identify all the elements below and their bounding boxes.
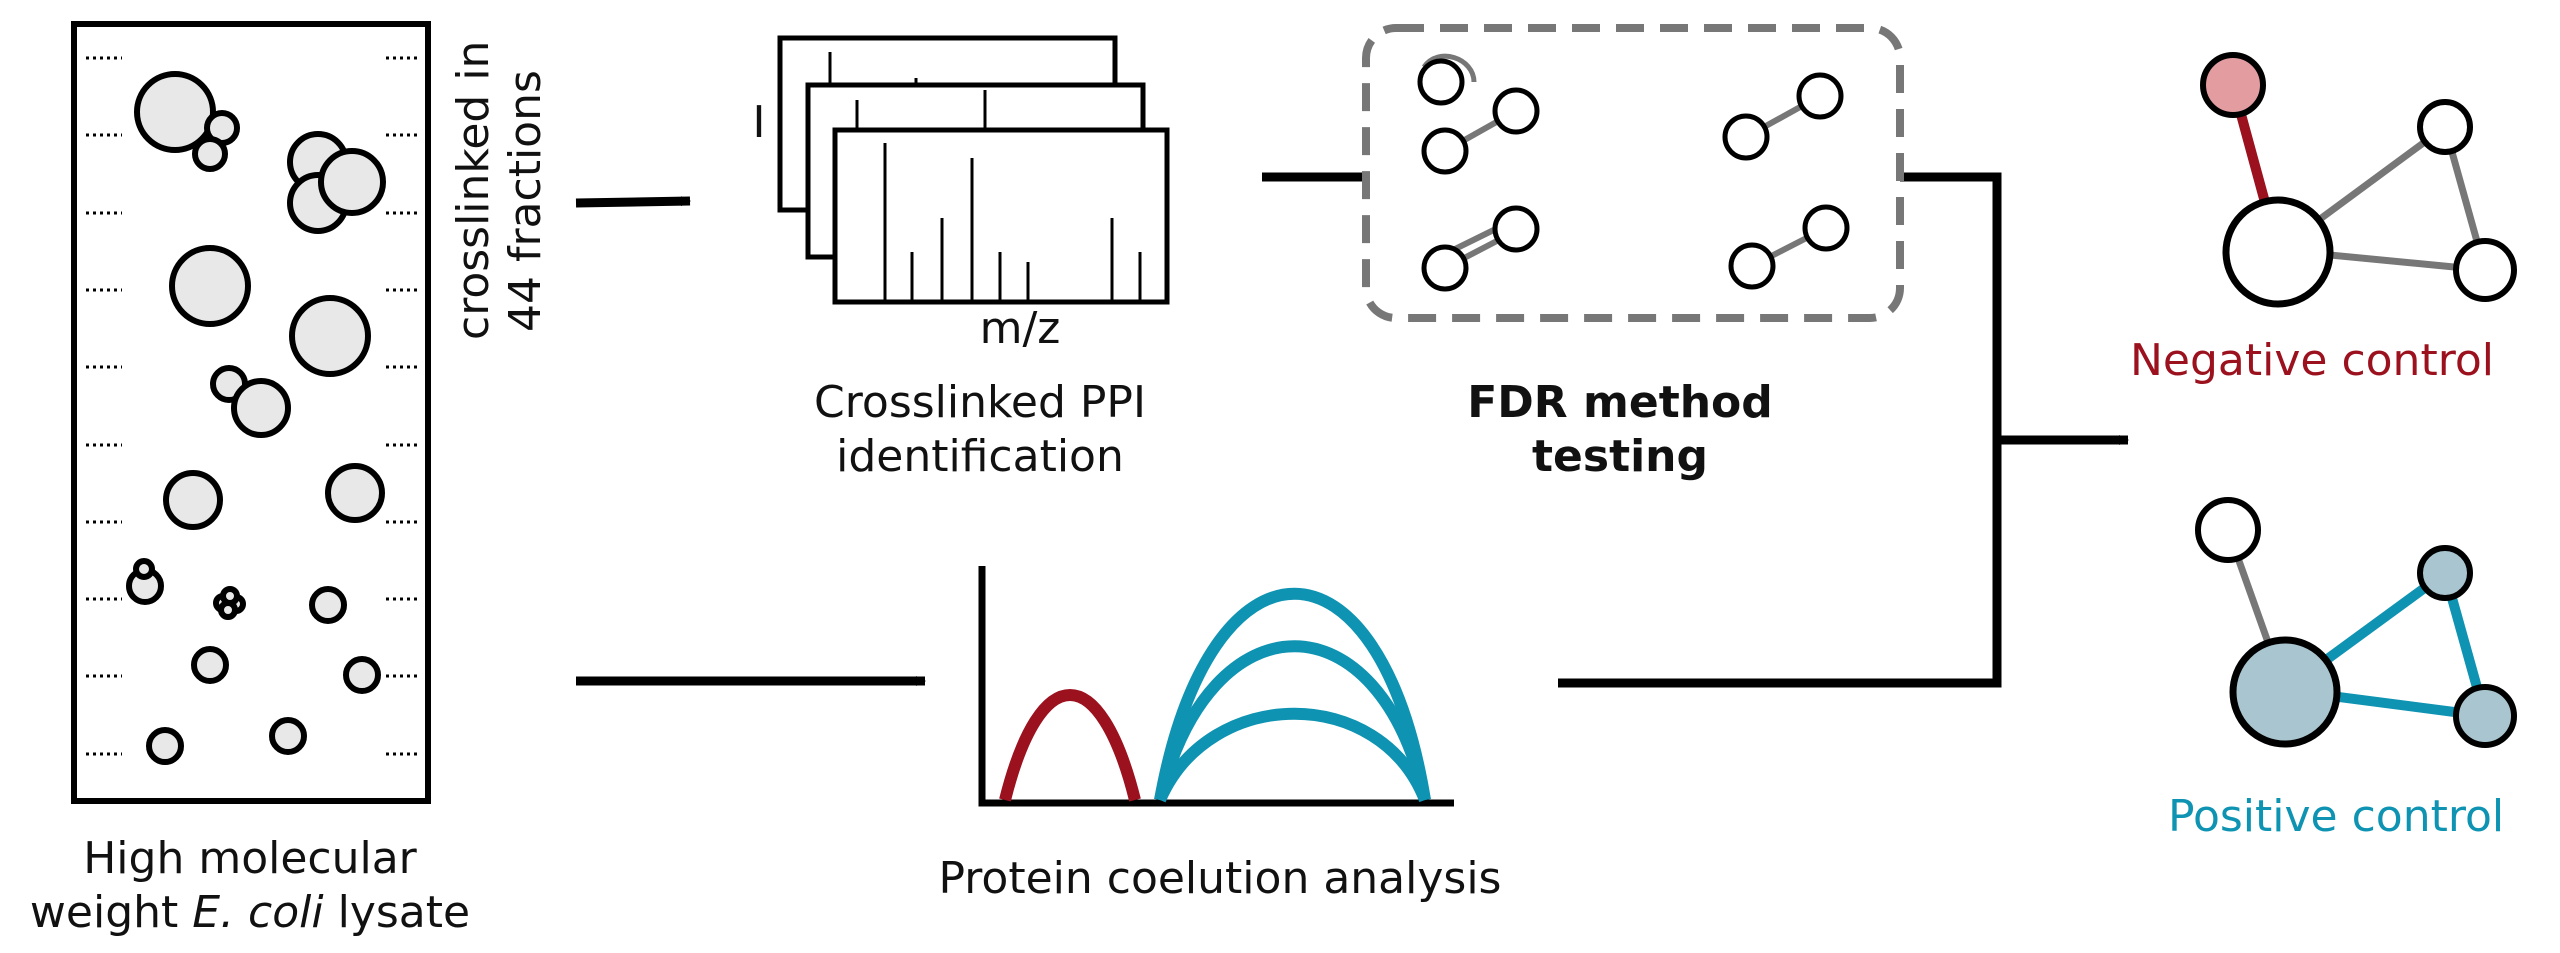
fractions-label-line1: crosslinked in [448, 40, 499, 340]
lysate-caption-line1: High molecular [83, 833, 417, 884]
arrow-to-ms [575, 196, 691, 208]
spectrum-peaks [883, 143, 1142, 300]
lysate-panel [71, 21, 431, 804]
negative-control-label: Negative control [2130, 335, 2494, 386]
lysate-caption-line2: weight E. coli lysate [0, 886, 500, 940]
lysate-caption-prefix: weight [29, 887, 193, 938]
merge-connector-top [1900, 172, 2002, 440]
fraction-tick-marks [86, 56, 420, 756]
ms-caption: Crosslinked PPI identification [760, 376, 1200, 484]
fdr-caption-line2: testing [1532, 431, 1708, 482]
fractions-label-line2: 44 fractions [500, 70, 551, 332]
ms-caption-line2: identification [836, 431, 1124, 482]
arrows [575, 97, 2129, 688]
mass-spectra-stack [777, 35, 1170, 305]
ms-y-axis-label: I [752, 97, 766, 148]
coelution-peak-blue-3 [1154, 707, 1431, 803]
coelution-peak-blue-1 [1154, 588, 1431, 802]
lysate-caption-species: E. coli [192, 887, 324, 938]
fdr-box [1362, 24, 1904, 322]
fractions-label: crosslinked in 44 fractions [448, 41, 552, 340]
positive-control-network [2195, 497, 2517, 748]
ms-caption-line1: Crosslinked PPI [814, 377, 1146, 428]
coelution-peak-blue-2 [1154, 640, 1431, 802]
positive-control-label: Positive control [2168, 791, 2505, 842]
fdr-bottom-row [1421, 204, 1850, 292]
fdr-top-row [1417, 53, 1844, 175]
coelution-plot [978, 566, 1454, 807]
coelution-peak-red [999, 689, 1141, 802]
merge-connector-bottom [1558, 440, 2002, 688]
coelution-caption: Protein coelution analysis [938, 853, 1502, 904]
fdr-caption: FDR method testing [1400, 376, 1840, 484]
negative-control-network [2200, 52, 2517, 308]
lysate-caption-suffix: lysate [323, 887, 471, 938]
lysate-caption: High molecular weight E. coli lysate [0, 832, 500, 940]
fdr-caption-line1: FDR method [1467, 377, 1773, 428]
coelution-axes [978, 566, 1454, 807]
ms-x-axis-label: m/z [979, 303, 1061, 354]
protein-complexes [126, 71, 386, 765]
